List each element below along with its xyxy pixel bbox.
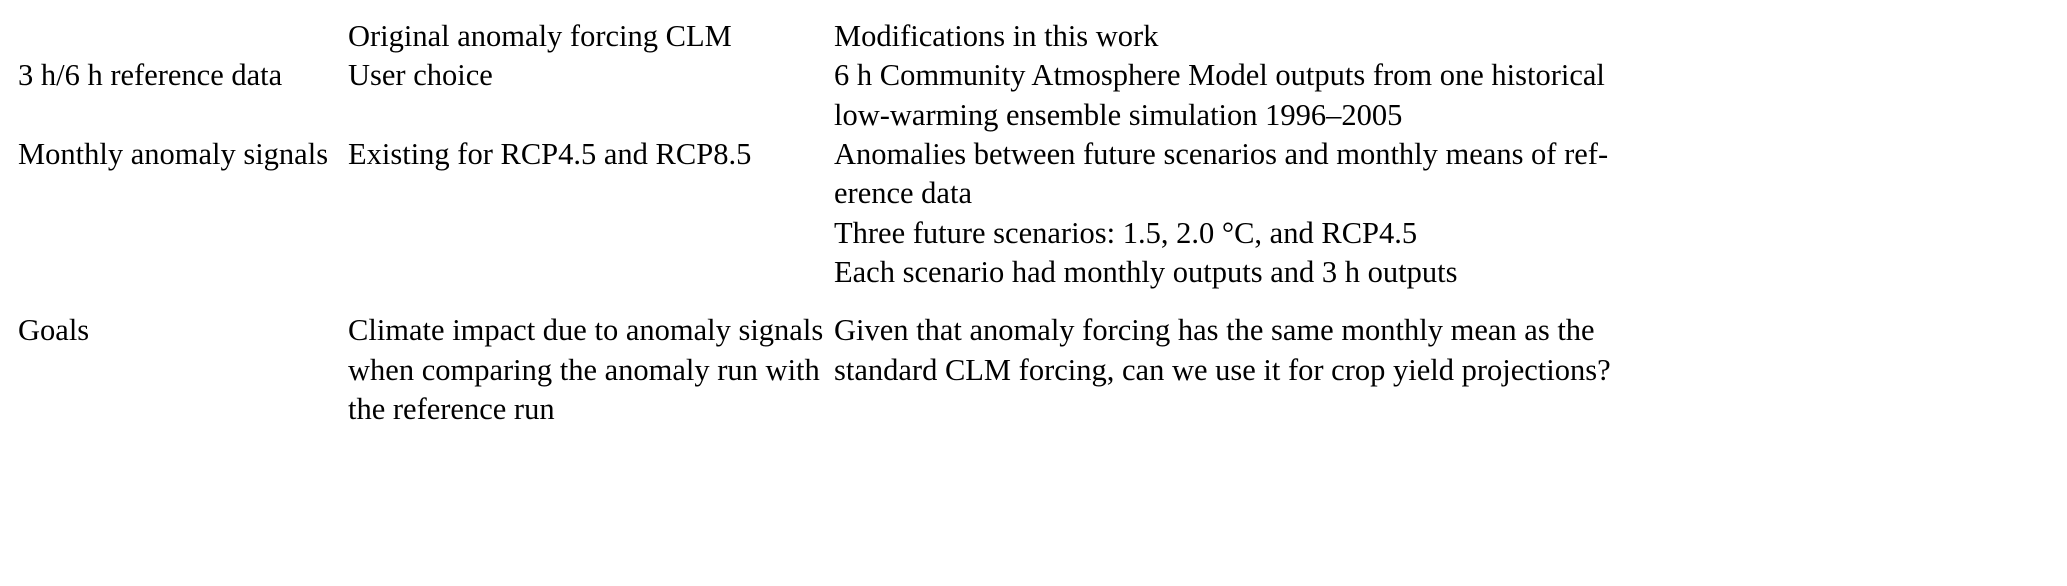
text-line: Given that anomaly forcing has the same … [834, 313, 1595, 348]
text-line: erence data [834, 176, 972, 211]
text-line: standard CLM forcing, can we use it for … [834, 352, 1611, 387]
text-line: Three future scenarios: 1.5, 2.0 °C, and… [834, 215, 1418, 250]
cell-original-monthly-anomaly-signals: Existing for RCP4.5 and RCP8.5 [348, 135, 834, 311]
cell-modifications-monthly-anomaly-signals: Anomalies between future scenarios and m… [834, 135, 2050, 311]
header-row: Original anomaly forcing CLM Modificatio… [18, 17, 2050, 56]
text-line: Anomalies between future scenarios and m… [834, 137, 1609, 172]
cell-original-goals: Climate impact due to anomaly signals wh… [348, 311, 834, 448]
text-line: low-warming ensemble simulation 1996–200… [834, 97, 1403, 132]
table-row: Monthly anomaly signals Existing for RCP… [18, 135, 2050, 311]
row-label-goals: Goals [18, 313, 90, 348]
cell-modifications-goals: Given that anomaly forcing has the same … [834, 311, 2050, 448]
text-line: Climate impact due to anomaly signals [348, 313, 824, 348]
column-header-aspect [18, 17, 348, 56]
cell-modifications-reference-data: 6 h Community Atmosphere Model outputs f… [834, 56, 2050, 135]
text-line: when comparing the anomaly run with [348, 352, 820, 387]
comparison-table: Original anomaly forcing CLM Modificatio… [18, 17, 2050, 448]
text-line: the reference run [348, 392, 555, 427]
table-head: Original anomaly forcing CLM Modificatio… [18, 17, 2050, 56]
text-line: Each scenario had monthly outputs and 3 … [834, 255, 1458, 290]
column-header-original: Original anomaly forcing CLM [348, 19, 732, 53]
row-label-monthly-anomaly-signals: Monthly anomaly signals [18, 137, 329, 172]
text-line: 6 h Community Atmosphere Model outputs f… [834, 58, 1605, 93]
text-line: Existing for RCP4.5 and RCP8.5 [348, 137, 752, 172]
text-line: User choice [348, 58, 493, 93]
table-row: Goals Climate impact due to anomaly sign… [18, 311, 2050, 448]
column-header-modifications: Modifications in this work [834, 19, 1159, 53]
table-body: 3 h/6 h reference data User choice 6 h C… [18, 56, 2050, 448]
row-label-reference-data: 3 h/6 h reference data [18, 58, 283, 93]
cell-original-reference-data: User choice [348, 56, 834, 135]
table-row: 3 h/6 h reference data User choice 6 h C… [18, 56, 2050, 135]
